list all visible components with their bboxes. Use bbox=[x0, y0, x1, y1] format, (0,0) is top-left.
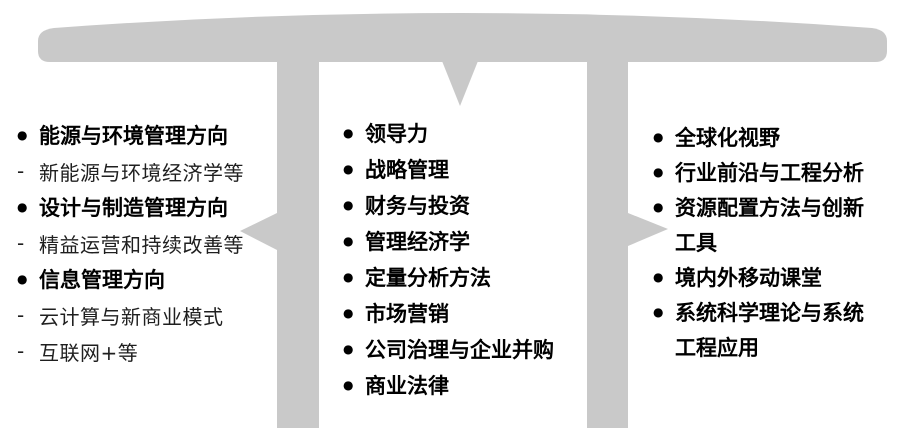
list-item-label: 全球化视野 bbox=[675, 125, 780, 150]
bullet-icon: ● bbox=[343, 234, 354, 248]
list-item-label: 新能源与环境经济学等 bbox=[39, 160, 244, 185]
list-item: ● 行业前沿与工程分析 bbox=[653, 154, 864, 189]
bullet-icon: ● bbox=[343, 126, 354, 140]
bullet-icon: ● bbox=[653, 199, 664, 214]
bullet-icon: ● bbox=[17, 200, 28, 214]
down-arrow-icon bbox=[442, 61, 478, 106]
list-item-label: 管理经济学 bbox=[365, 230, 470, 254]
list-item: ● 管理经济学 bbox=[343, 223, 554, 259]
list-item-label: 定量分析方法 bbox=[365, 266, 491, 290]
list-item: -互联网+等 bbox=[17, 333, 244, 369]
bullet-icon: ● bbox=[343, 378, 354, 392]
bullet-icon: ● bbox=[343, 306, 354, 320]
list-item: ● 信息管理方向 bbox=[17, 261, 244, 297]
list-item-label: 资源配置方法与创新 bbox=[675, 195, 864, 220]
list-item-label: 工程应用 bbox=[675, 335, 759, 360]
list-item: ● 商业法律 bbox=[343, 367, 554, 403]
bullet-icon: ● bbox=[343, 198, 354, 212]
list-item-label: 互联网+等 bbox=[39, 340, 139, 365]
bullet-icon: ● bbox=[343, 162, 354, 176]
list-item-label: 设计与制造管理方向 bbox=[39, 196, 228, 220]
column-program-directions: ●能源与环境管理方向-新能源与环境经济学等●设计与制造管理方向-精益运营和持续改… bbox=[17, 117, 244, 369]
list-item: ● 财务与投资 bbox=[343, 187, 554, 223]
list-item: ● 境内外移动课堂 bbox=[653, 259, 864, 294]
list-item-label: 精益运营和持续改善等 bbox=[39, 232, 244, 257]
bullet-icon: ● bbox=[343, 270, 354, 284]
right-pillar-shape bbox=[587, 61, 628, 428]
list-item: ● 能源与环境管理方向 bbox=[17, 117, 244, 153]
list-item-label: 能源与环境管理方向 bbox=[39, 124, 228, 148]
list-item: ● 市场营销 bbox=[343, 295, 554, 331]
dash-icon: - bbox=[17, 339, 25, 363]
list-item: ● 公司治理与企业并购 bbox=[343, 331, 554, 367]
list-item-label: 市场营销 bbox=[365, 302, 449, 326]
list-item: ● 资源配置方法与创新 bbox=[653, 189, 864, 224]
right-arrow-icon bbox=[628, 213, 668, 246]
list-item: ● 全球化视野 bbox=[653, 119, 864, 154]
bullet-icon: ● bbox=[653, 164, 664, 179]
list-item-label: 境内外移动课堂 bbox=[675, 265, 822, 290]
list-item: ● 定量分析方法 bbox=[343, 259, 554, 295]
bullet-icon: ● bbox=[343, 342, 354, 356]
list-item: -精益运营和持续改善等 bbox=[17, 225, 244, 261]
list-item-label: 系统科学理论与系统 bbox=[675, 300, 864, 325]
list-item-label: 云计算与新商业模式 bbox=[39, 304, 224, 329]
list-item-label: 财务与投资 bbox=[365, 194, 470, 218]
list-item: ● 战略管理 bbox=[343, 151, 554, 187]
list-item-label: 商业法律 bbox=[365, 374, 449, 398]
left-arrow-icon bbox=[240, 213, 277, 250]
list-item: -新能源与环境经济学等 bbox=[17, 153, 244, 189]
list-item: -云计算与新商业模式 bbox=[17, 297, 244, 333]
column-core-courses: ● 领导力 ● 战略管理 ● 财务与投资 ● 管理经济学 ● 定量分析方法 ● 市场营销 ● 公司治理与企… bbox=[343, 115, 554, 403]
list-item-label: 工具 bbox=[675, 230, 717, 255]
bullet-icon: ● bbox=[17, 128, 28, 142]
dash-icon: - bbox=[17, 159, 25, 183]
bullet-icon: ● bbox=[17, 272, 28, 286]
bullet-icon: ● bbox=[653, 304, 664, 319]
list-item: ● 领导力 bbox=[343, 115, 554, 151]
bullet-icon: ● bbox=[653, 129, 664, 144]
bullet-icon: ● bbox=[653, 269, 664, 284]
table-top-shape bbox=[38, 13, 887, 62]
list-item: ● 设计与制造管理方向 bbox=[17, 189, 244, 225]
list-item-label: 战略管理 bbox=[365, 158, 449, 182]
list-item-label: 信息管理方向 bbox=[39, 268, 165, 292]
dash-icon: - bbox=[17, 303, 25, 327]
list-item: 工程应用 bbox=[653, 329, 864, 364]
list-item: 工具 bbox=[653, 224, 864, 259]
left-pillar-shape bbox=[277, 61, 319, 428]
column-featured-courses: ● 全球化视野 ● 行业前沿与工程分析 ● 资源配置方法与创新工具 ● 境内外移动课堂 ● 系统科… bbox=[653, 119, 864, 364]
dash-icon: - bbox=[17, 231, 25, 255]
list-item-label: 公司治理与企业并购 bbox=[365, 338, 554, 362]
list-item: ● 系统科学理论与系统 bbox=[653, 294, 864, 329]
list-item-label: 行业前沿与工程分析 bbox=[675, 160, 864, 185]
list-item-label: 领导力 bbox=[365, 122, 428, 146]
